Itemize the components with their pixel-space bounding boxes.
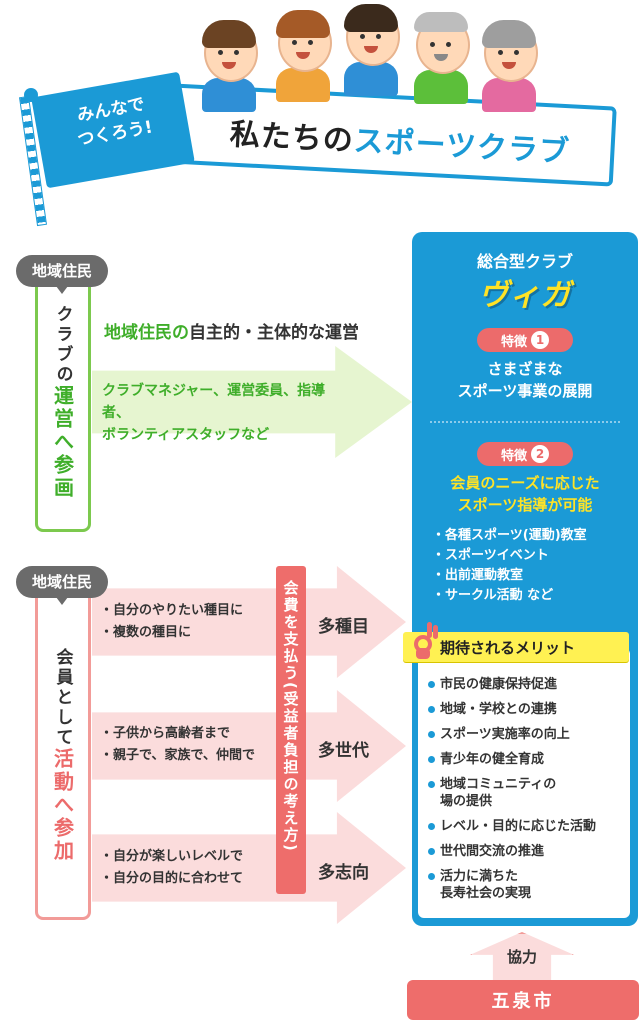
merit-item: 青少年の健全育成 [426,751,630,768]
management-staff-line-2: ボランティアスタッフなど [102,427,270,443]
city-box: 五泉市 [407,980,639,1020]
feature-2-number: 2 [531,445,549,463]
title-prefix: 私たちの [228,117,355,159]
grandmother-illustration [478,20,540,116]
feature-1-text: さまざまな スポーツ事業の展開 [412,358,638,402]
woman-illustration [272,10,334,106]
row-3-bullets: 自分が楽しいレベルで 自分の目的に合わせて [100,846,280,890]
row-2-bullet-1: 子供から高齢者まで [100,723,280,745]
management-vertical-prefix: クラブの [52,304,73,385]
merit-item-text: 活力に満ちた [440,869,519,884]
management-vertical-text: クラブの運営へ参画 [49,305,78,500]
merit-item-text: 地域コミュニティの [440,777,557,792]
management-vertical-accent: 運営へ参画 [50,384,75,500]
row-2-label: 多世代 [318,741,369,761]
management-heading-rest: 自主的・主体的な運営 [189,323,359,343]
merit-box [418,648,630,918]
management-heading-accent: 地域住民の [104,323,189,343]
club-name-logo: ヴィガ [478,278,572,313]
feature-1-label: 特徴 [500,334,527,350]
row-2-bullets: 子供から高齢者まで 親子で、家族で、仲間で [100,723,280,767]
management-staff-line-1: クラブマネジャー、運営委員、指導者、 [102,383,326,421]
merit-item: 活力に満ちた 長寿社会の実現 [426,868,630,902]
management-heading: 地域住民の自主的・主体的な運営 [104,318,359,343]
feature-1-line-1: さまざまな [487,360,563,378]
row-2-bullet-2: 親子で、家族で、仲間で [100,745,280,767]
management-staff-text: クラブマネジャー、運営委員、指導者、 ボランティアスタッフなど [102,380,352,446]
row-3-bullet-2: 自分の目的に合わせて [100,868,280,890]
row-1-label: 多種目 [318,617,369,637]
row-1-bullets: 自分のやりたい種目に 複数の種目に [100,600,280,644]
merit-item-text: 場の提供 [440,794,493,809]
cooperation-label: 協力 [506,948,537,966]
row-1-bullet-2: 複数の種目に [100,622,280,644]
merit-item-text: 長寿社会の実現 [440,886,532,901]
resident-badge-management: 地域住民 [16,255,108,294]
merit-tab [403,632,629,662]
row-3-label: 多志向 [318,863,369,883]
merit-item-text: 市民の健康保持促進 [440,677,558,692]
merit-item-text: 世代間交流の推進 [440,844,545,859]
feature-1-line-2: スポーツ事業の展開 [457,382,593,400]
merit-item: 市民の健康保持促進 [426,676,630,693]
merit-item-text: レベル・目的に応じた活動 [440,819,597,834]
participation-vertical-text: 会員として活動へ参加 [49,648,78,863]
participation-vertical-accent: 活動へ参加 [50,747,75,863]
row-3-bullet-1: 自分が楽しいレベルで [100,846,280,868]
merit-list: 市民の健康保持促進 地域・学校との連携 スポーツ実施率の向上 青少年の健全育成 … [426,676,630,910]
participation-vertical-prefix: 会員として [52,647,73,748]
management-vertical-box: クラブの運営へ参画 [35,272,91,532]
feature-2-line-2: スポーツ指導が可能 [457,496,593,514]
resident-badge-participation: 地域住民 [16,566,108,605]
merit-title: 期待されるメリット [440,639,576,657]
program-item: 出前運動教室 [432,566,632,586]
feature-2-label: 特徴 [500,448,527,464]
feature-2-text: 会員のニーズに応じた スポーツ指導が可能 [412,472,638,516]
merit-item: レベル・目的に応じた活動 [426,818,630,835]
club-type: 総合型クラブ [476,252,573,271]
feature-1-number: 1 [531,331,549,349]
row-1-bullet-1: 自分のやりたい種目に [100,600,280,622]
fee-bar: 会費を支払う(受益者負担の考え方) [276,566,306,894]
program-item: サークル活動 など [432,586,632,606]
merit-item: 地域・学校との連携 [426,701,630,718]
merit-item-text: 青少年の健全育成 [440,752,545,767]
child-boy-illustration [198,20,260,116]
merit-item: 世代間交流の推進 [426,843,630,860]
feature-divider [430,421,620,423]
feature-2-pill: 特徴 2 [477,442,573,466]
program-item: スポーツイベント [432,546,632,566]
feature-1-pill: 特徴 1 [477,328,573,352]
ok-hand-icon [414,622,438,659]
merit-item-text: 地域・学校との連携 [440,702,557,717]
grandfather-illustration [410,12,472,108]
merit-item-text: スポーツ実施率の向上 [440,727,570,742]
participation-vertical-box: 会員として活動へ参加 [35,590,91,920]
merit-item: 地域コミュニティの 場の提供 [426,776,630,810]
program-item: 各種スポーツ(運動)教室 [432,526,632,546]
program-list: 各種スポーツ(運動)教室 スポーツイベント 出前運動教室 サークル活動 など [432,526,632,606]
fee-text: 会費を支払う(受益者負担の考え方) [281,580,300,853]
merit-item: スポーツ実施率の向上 [426,726,630,743]
man-illustration [340,4,402,100]
feature-2-line-1: 会員のニーズに応じた [450,474,600,492]
